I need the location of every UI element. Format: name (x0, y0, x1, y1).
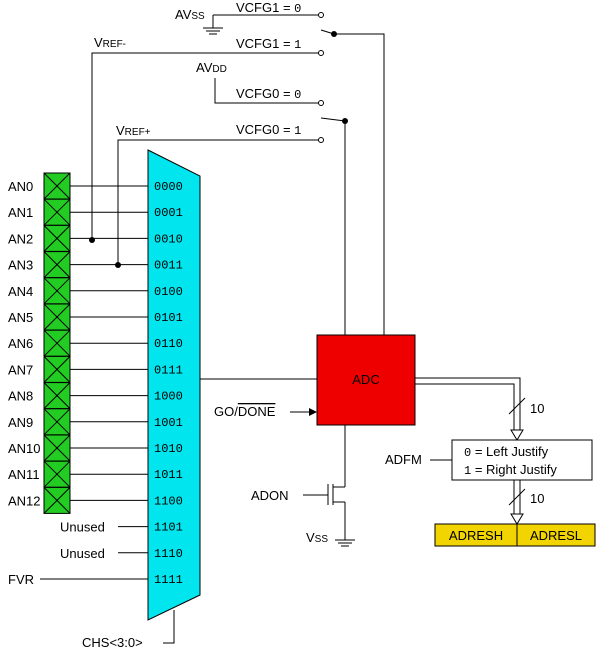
pin-an5 (43, 303, 71, 331)
go-done-arrow (309, 408, 317, 416)
pin-an11 (43, 460, 71, 488)
pin-an7 (43, 355, 71, 383)
pin-label: AN8 (8, 389, 33, 404)
mux-code: 1100 (154, 494, 183, 508)
adfm-label: ADFM (385, 452, 422, 467)
mux-code: 1110 (154, 547, 183, 561)
adc-block (316, 334, 416, 426)
go-done-label: GO/DONE (214, 404, 276, 419)
adresh-label: ADRESH (449, 528, 503, 543)
vcfg0-0-label: VCFG0 = 0 (236, 86, 301, 102)
pin-label: AN9 (8, 415, 33, 430)
avdd-label: AVDD (196, 60, 227, 75)
switch-contact-vcfg1-0 (318, 12, 324, 18)
pin-label: AN7 (8, 362, 33, 377)
mux-code: 1111 (154, 573, 183, 587)
adc-label: ADC (352, 372, 379, 387)
mux-code: 1001 (154, 416, 183, 430)
pin-an4 (43, 277, 71, 305)
mux-code: 1101 (154, 521, 183, 535)
vcfg1-0-label: VCFG1 = 0 (236, 0, 301, 16)
pin-an9 (43, 408, 71, 436)
avss-label: AVSS (175, 7, 205, 22)
pin-label: AN3 (8, 258, 33, 273)
pin-an10 (43, 434, 71, 462)
mux-code: 0010 (154, 232, 183, 246)
switch-contact-vcfg0-1 (318, 137, 324, 143)
avdd-wire (214, 78, 321, 104)
adc-output-bus (415, 377, 521, 435)
mux-code: 0101 (154, 311, 183, 325)
avss-ground: AVSS (175, 7, 318, 35)
adresl-register (516, 523, 596, 547)
vcfg1-1-label: VCFG1 = 1 (236, 36, 301, 52)
adfm-box (451, 439, 593, 481)
pin-label: AN10 (8, 441, 41, 456)
vref-plus-label: VREF+ (116, 123, 151, 138)
mux-code: 0111 (154, 363, 183, 377)
pin-label: AN4 (8, 284, 33, 299)
pin-label: AN5 (8, 310, 33, 325)
pin-an12 (43, 486, 71, 514)
pin-label: AN12 (8, 493, 41, 508)
mux-code: 0000 (154, 180, 183, 194)
pin-label: AN2 (8, 231, 33, 246)
mux-code: 1011 (154, 468, 183, 482)
pin-an1 (43, 198, 71, 226)
switch-contact-vcfg0-0 (318, 100, 324, 106)
adresl-label: ADRESL (530, 528, 582, 543)
vref-plus-wire (117, 139, 321, 265)
mux-code: 0110 (154, 337, 183, 351)
analog-multiplexer (147, 149, 201, 621)
pin-label: AN1 (8, 205, 33, 220)
pin-an8 (43, 382, 71, 410)
vss-label: VSS (306, 530, 328, 545)
bus-arrow-1 (510, 429, 524, 441)
pin-an2 (43, 224, 71, 252)
vref-plus-tap (115, 262, 121, 268)
analog-pins: AN0AN1AN2AN3AN4AN5AN6AN7AN8AN9AN10AN11AN… (8, 172, 148, 587)
pin-an6 (43, 329, 71, 357)
switch-contact-vcfg1-1 (318, 50, 324, 56)
adon-label: ADON (251, 488, 289, 503)
pin-label: AN6 (8, 336, 33, 351)
chs-select-label: CHS<3:0> (82, 635, 143, 650)
vref-minus-tap (89, 237, 95, 243)
mux-codes: 0000 0001 0010 0011 0100 0101 0110 0111 1000 1001… (154, 180, 183, 587)
extra-input-label: Unused (60, 520, 105, 535)
vref-minus-to-adc-wire (334, 33, 385, 335)
mux-code: 0011 (154, 259, 183, 273)
pin-label: AN0 (8, 179, 33, 194)
mux-code: 1010 (154, 442, 183, 456)
bus-width-1: 10 (530, 401, 544, 416)
extra-input-label: FVR (8, 572, 34, 587)
chs-select-wire (163, 610, 175, 644)
pin-an0 (43, 172, 71, 200)
vref-minus-label: VREF- (94, 35, 126, 50)
bus-arrow-2 (510, 513, 524, 525)
vcfg0-1-label: VCFG0 = 1 (236, 122, 301, 138)
pin-an3 (43, 251, 71, 279)
mux-code: 0001 (154, 206, 183, 220)
justify-right-label: 1 = Right Justify (464, 462, 557, 478)
adfm-output-bus (513, 480, 521, 518)
vcfg0-switch-wiper (320, 117, 346, 122)
bus-width-2: 10 (530, 491, 544, 506)
extra-input-label: Unused (60, 546, 105, 561)
justify-left-label: 0 = Left Justify (464, 444, 549, 460)
pin-label: AN11 (8, 467, 40, 482)
vref-minus-wire (91, 52, 321, 240)
mux-code: 1000 (154, 390, 183, 404)
mux-code: 0100 (154, 285, 183, 299)
